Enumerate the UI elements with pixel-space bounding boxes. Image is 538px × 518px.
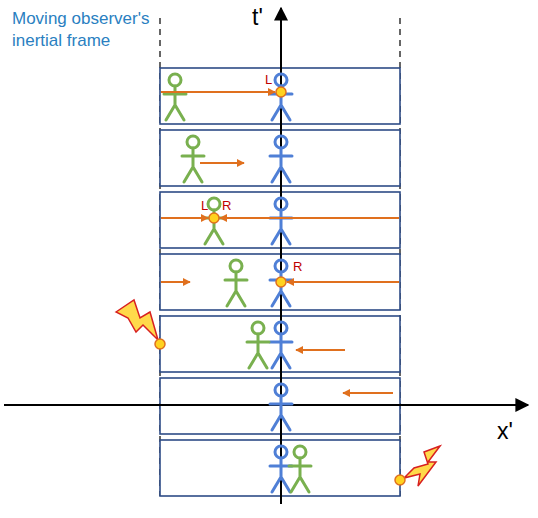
figure-body — [203, 210, 225, 244]
stick-figure — [247, 322, 269, 368]
figure-body — [247, 334, 269, 368]
light-event-dot — [276, 277, 286, 287]
figure-body — [270, 272, 292, 306]
light-pulse-arrow — [287, 281, 399, 283]
pulse-label: L — [265, 71, 272, 88]
figure-head — [187, 136, 199, 148]
light-event-dot — [395, 475, 405, 485]
stick-figure — [270, 74, 292, 120]
light-pulse-arrow — [161, 217, 208, 219]
light-event-dot — [276, 87, 286, 97]
stick-figure — [270, 384, 292, 430]
light-pulse-arrow — [220, 217, 399, 219]
stick-figure — [225, 260, 247, 306]
figure-body — [182, 148, 204, 182]
figure-head — [275, 260, 287, 272]
light-pulse-arrow — [343, 392, 393, 394]
figure-head — [275, 136, 287, 148]
light-pulse-arrow — [161, 281, 190, 283]
t-axis — [280, 8, 282, 504]
light-event-dot — [155, 339, 165, 349]
figure-body — [270, 334, 292, 368]
light-pulse-arrow — [200, 162, 244, 164]
figure-body — [270, 148, 292, 182]
x-axis — [4, 404, 528, 406]
figure-head — [275, 74, 287, 86]
figure-head — [294, 446, 306, 458]
axis-label: x' — [497, 416, 513, 446]
stick-figure — [289, 446, 311, 492]
pulse-label: R — [222, 197, 231, 214]
stick-figure — [270, 322, 292, 368]
figure-head — [208, 198, 220, 210]
lightning-bolt — [404, 446, 440, 486]
figure-body — [289, 458, 311, 492]
figure-body — [270, 458, 292, 492]
stick-figure — [270, 446, 292, 492]
figure-body — [270, 396, 292, 430]
axis-label: t' — [252, 2, 263, 32]
figure-head — [252, 322, 264, 334]
figure-body — [225, 272, 247, 306]
stick-figure — [270, 136, 292, 182]
light-event-dot — [209, 213, 219, 223]
light-pulse-arrow — [161, 91, 275, 93]
figure-head — [275, 198, 287, 210]
figure-head — [169, 74, 181, 86]
figure-head — [275, 384, 287, 396]
stick-figure — [164, 74, 186, 120]
frame-caption: Moving observer's inertial frame — [12, 8, 162, 52]
pulse-label: R — [293, 258, 302, 275]
stick-figure — [182, 136, 204, 182]
figure-head — [275, 446, 287, 458]
stick-figure — [270, 198, 292, 244]
figure-body — [270, 210, 292, 244]
light-pulse-arrow — [296, 349, 345, 351]
figure-head — [230, 260, 242, 272]
figure-head — [275, 322, 287, 334]
lightning-bolt — [116, 300, 158, 340]
pulse-label: L — [201, 197, 208, 214]
